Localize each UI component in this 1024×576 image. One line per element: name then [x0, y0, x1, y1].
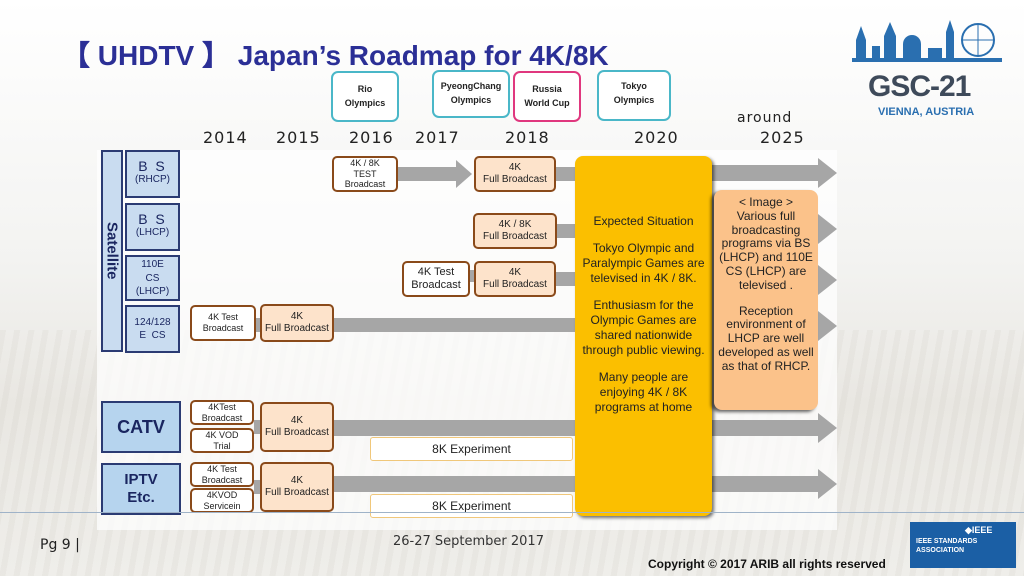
arrow-bs-rhcp-2025: [712, 158, 837, 188]
arrow-iptv-2016: [333, 476, 578, 492]
category-110e-cs: 110E CS (LHCP): [125, 255, 180, 301]
slide-title: 【 UHDTV 】 Japan’s Roadmap for 4K/8K: [62, 40, 609, 71]
satellite-label: Satellite: [103, 222, 121, 280]
year-2018: 2018: [505, 128, 550, 147]
cs124-full-broadcast: 4K Full Broadcast: [260, 304, 334, 342]
footer-divider: [0, 512, 1024, 513]
iptv-vod-service-in: 4KVOD Servicein: [190, 488, 254, 513]
iptv-8k-experiment: 8K Experiment: [370, 494, 573, 518]
catv-full-broadcast: 4K Full Broadcast: [260, 402, 334, 452]
around-label: around: [737, 110, 793, 126]
arrow-bs-lhcp-2018: [556, 224, 578, 238]
arrow-cs110-2025: [818, 265, 837, 295]
gsc21-logo: GSC-21 VIENNA, AUSTRIA: [846, 10, 1016, 120]
year-2016: 2016: [349, 128, 394, 147]
expected-situation-box: Expected Situation Tokyo Olympic and Par…: [575, 156, 712, 516]
category-iptv: IPTV Etc.: [101, 463, 181, 515]
bs-rhcp-test-broadcast: 4K / 8K TEST Broadcast: [332, 156, 398, 192]
bs-rhcp-full-broadcast: 4K Full Broadcast: [474, 156, 556, 192]
iptv-test-broadcast: 4K Test Broadcast: [190, 462, 254, 487]
image-box: < Image > Various full broadcasting prog…: [714, 190, 818, 410]
expected-point-3: Many people are enjoying 4K / 8K program…: [594, 370, 693, 414]
year-2015: 2015: [276, 128, 321, 147]
arrow-cs124-2025: [818, 311, 837, 341]
category-bs-lhcp: B S (LHCP): [125, 203, 180, 251]
arrow-iptv-2015: [254, 480, 262, 494]
category-catv: CATV: [101, 401, 181, 453]
arrow-bs-rhcp-2016: [398, 160, 472, 188]
expected-heading: Expected Situation: [593, 214, 694, 228]
category-bs-rhcp: B S (RHCP): [125, 150, 180, 198]
iptv-full-broadcast: 4K Full Broadcast: [260, 462, 334, 512]
cs110-full-broadcast: 4K Full Broadcast: [474, 261, 556, 297]
satellite-group: Satellite: [101, 150, 123, 352]
cs110-test-broadcast: 4K Test Broadcast: [402, 261, 470, 297]
arrow-catv-2015: [254, 420, 262, 434]
year-2025: 2025: [760, 128, 805, 147]
expected-point-2: Enthusiasm for the Olympic Games are sha…: [582, 298, 705, 357]
footer-date: 26-27 September 2017: [393, 534, 544, 549]
cs124-test-broadcast: 4K Test Broadcast: [190, 305, 256, 341]
copyright: Copyright © 2017 ARIB all rights reserve…: [648, 557, 886, 571]
catv-vod-trial: 4K VOD Trial: [190, 428, 254, 453]
expected-point-1: Tokyo Olympic and Paralympic Games are t…: [582, 241, 705, 285]
category-124-128e-cs: 124/128 E CS: [125, 305, 180, 353]
arrow-bs-lhcp-2025: [818, 214, 837, 244]
image-point-1: Various full broadcasting programs via B…: [719, 208, 813, 292]
image-heading: < Image >: [738, 195, 794, 209]
bs-lhcp-full-broadcast: 4K / 8K Full Broadcast: [473, 213, 557, 249]
ieee-standards-logo: ◆IEEE IEEE STANDARDS ASSOCIATION: [910, 522, 1016, 568]
arrow-cs124-2015: [254, 318, 262, 332]
arrow-iptv-2025: [712, 469, 837, 499]
image-point-2: Reception environment of LHCP are well d…: [718, 303, 814, 373]
year-2017: 2017: [415, 128, 460, 147]
arrow-bs-rhcp-2018: [556, 167, 578, 181]
vienna-skyline-icon: [852, 20, 1002, 62]
logo-location: VIENNA, AUSTRIA: [878, 106, 975, 118]
arrow-catv-2025: [712, 413, 837, 443]
catv-8k-experiment: 8K Experiment: [370, 437, 573, 461]
arrow-cs110-2018: [556, 272, 578, 286]
page-number: Pg 9 |: [40, 537, 80, 553]
arrow-catv-2016: [333, 420, 578, 436]
catv-test-broadcast: 4KTest Broadcast: [190, 400, 254, 425]
year-2014: 2014: [203, 128, 248, 147]
year-2020: 2020: [634, 128, 679, 147]
logo-text: GSC-21: [868, 70, 971, 103]
arrow-cs124-2016: [333, 318, 578, 332]
